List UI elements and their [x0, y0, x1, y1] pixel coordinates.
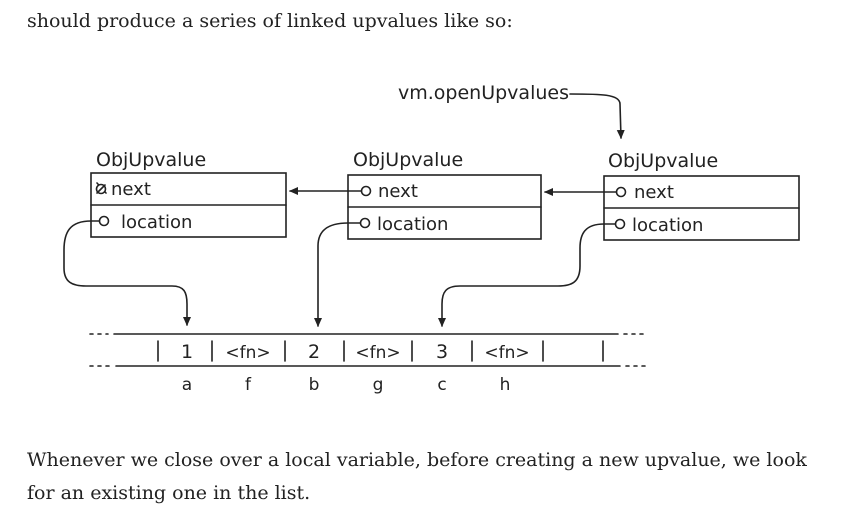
location-pointer-dot	[359, 217, 371, 229]
open-upvalues-label: vm.openUpvalues	[398, 82, 569, 104]
head-arrow	[569, 93, 625, 139]
location-pointer-dot	[98, 215, 110, 227]
next-field-label: next	[378, 181, 418, 202]
null-mark	[96, 184, 106, 194]
location-arrow-3	[442, 223, 616, 326]
next-pointer-dot	[615, 186, 627, 198]
location-arrow-1	[63, 220, 187, 325]
next-field-label: next	[634, 182, 674, 203]
next-field-label: next	[111, 179, 151, 200]
object-title: ObjUpvalue	[96, 149, 206, 171]
stack-slot-name: c	[437, 375, 446, 395]
location-field-label: location	[377, 214, 448, 235]
stack-cell-value: <fn>	[355, 343, 400, 363]
upvalue-object-1: ObjUpvalue next location	[90, 149, 287, 238]
next-pointer-dot	[360, 185, 372, 197]
stack-slot-name: a	[182, 375, 192, 395]
object-title: ObjUpvalue	[608, 150, 718, 172]
upvalue-object-2: ObjUpvalue next location	[347, 149, 542, 240]
intro-paragraph: should produce a series of linked upvalu…	[27, 10, 513, 32]
location-field-label: location	[632, 215, 703, 236]
location-field-label: location	[121, 212, 192, 233]
location-arrow-2	[318, 222, 361, 326]
stack-cell-value: 3	[436, 341, 448, 363]
explanation-paragraph: Whenever we close over a local variable,…	[27, 449, 807, 504]
stack-slot-name: h	[500, 375, 511, 395]
object-title: ObjUpvalue	[353, 149, 463, 171]
stack-slot-name: b	[309, 375, 320, 395]
location-pointer-dot	[614, 218, 626, 230]
stack-cell-value: 1	[181, 341, 193, 363]
stack-cell-value: <fn>	[484, 343, 529, 363]
stack-slot-name: f	[245, 375, 252, 395]
value-stack: 1 <fn> 2 <fn> 3 <fn> a f b g c h	[89, 333, 647, 395]
stack-cell-value: <fn>	[225, 343, 270, 363]
stack-cell-value: 2	[308, 341, 320, 363]
upvalue-object-3: ObjUpvalue next location	[603, 150, 800, 241]
stack-slot-name: g	[373, 375, 384, 395]
